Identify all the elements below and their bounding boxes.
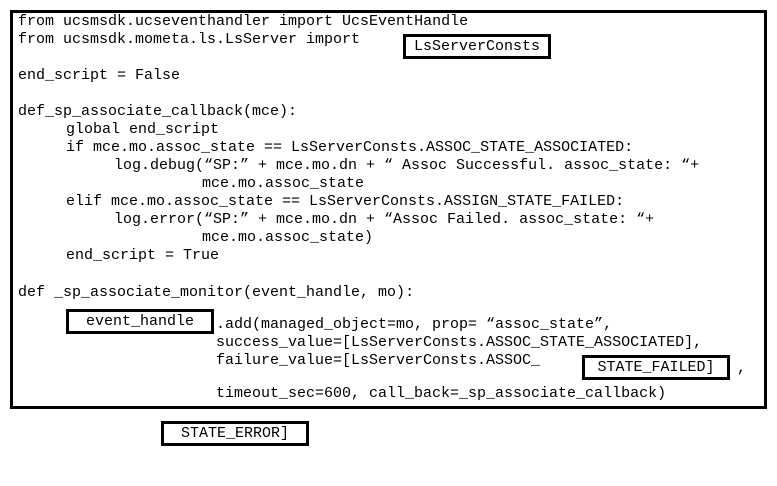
answer-box-event-handle[interactable]: event_handle <box>66 309 214 334</box>
code-line-17: timeout_sec=600, call_back=_sp_associate… <box>216 385 667 402</box>
code-line-16-end: , <box>737 360 747 377</box>
code-line-15: success_value=[LsServerConsts.ASSOC_STAT… <box>216 334 703 351</box>
code-line-12: end_script = True <box>66 247 220 264</box>
code-line-16: failure_value=[LsServerConsts.ASSOC_ <box>216 352 541 369</box>
code-line-13: def _sp_associate_monitor(event_handle, … <box>18 284 415 301</box>
code-line-1: from ucsmsdk.ucseventhandler import UcsE… <box>18 13 469 30</box>
code-line-4: def_sp_associate_callback(mce): <box>18 103 298 120</box>
code-line-2: from ucsmsdk.mometa.ls.LsServer import <box>18 31 361 48</box>
code-line-11: mce.mo.assoc_state) <box>202 229 374 246</box>
answer-box-ls-server-consts[interactable]: LsServerConsts <box>403 34 551 59</box>
code-line-7: log.debug(“SP:” + mce.mo.dn + “ Assoc Su… <box>114 157 700 174</box>
code-line-3: end_script = False <box>18 67 181 84</box>
code-line-6: if mce.mo.assoc_state == LsServerConsts.… <box>66 139 634 156</box>
answer-box-state-error[interactable]: STATE_ERROR] <box>161 421 309 446</box>
code-line-9: elif mce.mo.assoc_state == LsServerConst… <box>66 193 625 210</box>
code-line-14: .add(managed_object=mo, prop= “assoc_sta… <box>216 316 613 333</box>
answer-box-state-failed[interactable]: STATE_FAILED] <box>582 355 730 380</box>
code-line-5: global end_script <box>66 121 220 138</box>
code-line-10: log.error(“SP:” + mce.mo.dn + “Assoc Fai… <box>114 211 655 228</box>
code-frame <box>10 10 767 409</box>
code-line-8: mce.mo.assoc_state <box>202 175 365 192</box>
